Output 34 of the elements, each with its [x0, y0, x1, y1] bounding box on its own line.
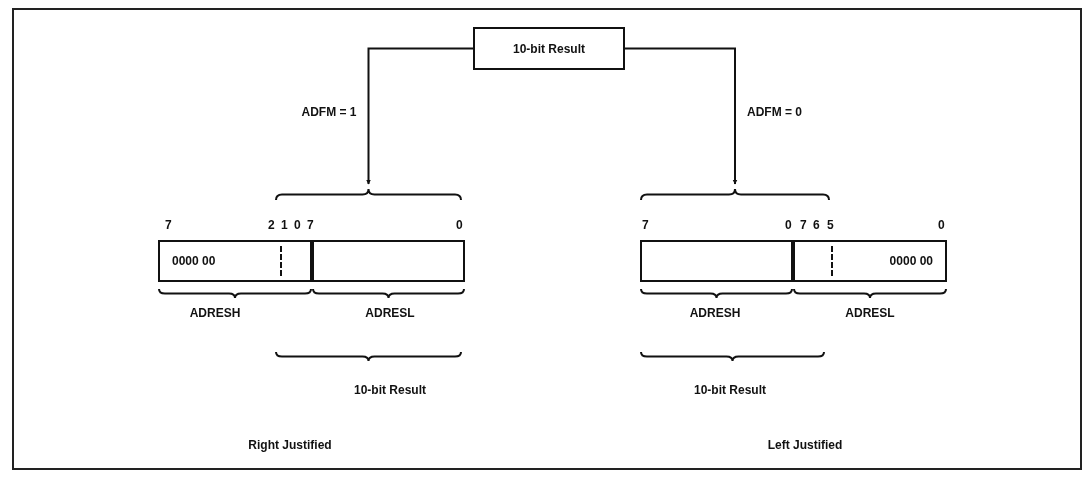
bit-number: 1	[281, 218, 288, 232]
process-box	[473, 27, 625, 70]
register-label: ADRESH	[189, 306, 241, 320]
node-text: 10-bit Result	[513, 41, 585, 56]
brace	[640, 186, 830, 202]
caption: 10-bit Result	[694, 383, 766, 397]
arrow	[624, 47, 738, 185]
caption: 10-bit Result	[354, 383, 426, 397]
edge-label: ADFM = 0	[745, 105, 804, 119]
bit-number: 0	[456, 218, 463, 232]
bit-number: 0	[785, 218, 792, 232]
register-box	[793, 240, 947, 282]
brace	[275, 186, 462, 202]
bit-number: 7	[800, 218, 807, 232]
bit-number: 6	[813, 218, 820, 232]
bit-number: 2	[268, 218, 275, 232]
register-box	[640, 240, 793, 282]
register-label: ADRESL	[845, 306, 895, 320]
bit-number: 7	[642, 218, 649, 232]
bit-number: 0	[294, 218, 301, 232]
bit-number: 5	[827, 218, 834, 232]
section-title: Left Justified	[767, 438, 843, 452]
bit-number: 0	[938, 218, 945, 232]
register-box	[158, 240, 312, 282]
bit-number: 7	[165, 218, 172, 232]
bit-number: 7	[307, 218, 314, 232]
register-label: ADRESL	[365, 306, 415, 320]
bit-values: 0000 00	[889, 254, 933, 268]
section-title: Right Justified	[248, 438, 332, 452]
register-box	[312, 240, 465, 282]
edge-label: ADFM = 1	[299, 105, 359, 119]
register-label: ADRESH	[689, 306, 741, 320]
bit-values: 0000 00	[172, 254, 216, 268]
arrow	[366, 47, 474, 185]
